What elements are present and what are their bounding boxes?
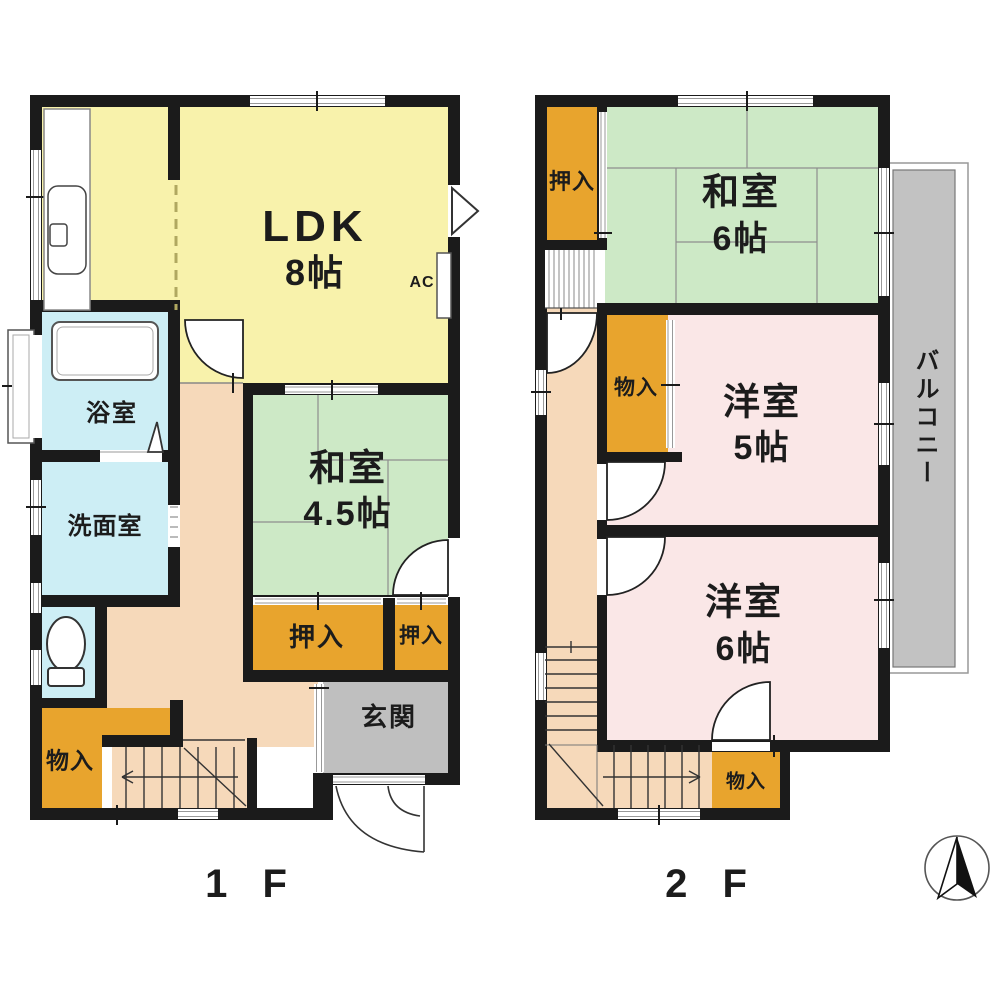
doors-2f bbox=[546, 308, 775, 757]
bath-label: 浴室 bbox=[86, 400, 138, 427]
genkan-room bbox=[323, 682, 448, 773]
oshiire-a bbox=[253, 605, 383, 670]
compass-north-icon bbox=[924, 835, 990, 901]
tatami-lines-2f bbox=[605, 107, 878, 303]
tatami-lines-1f bbox=[253, 395, 448, 595]
washitsu-6-room bbox=[605, 107, 878, 303]
oshiire-2f-label: 押入 bbox=[548, 169, 596, 194]
yoshitsu6-door-arc bbox=[606, 536, 666, 596]
oshiire-b-label: 押入 bbox=[399, 624, 443, 648]
oshiire-a-label: 押入 bbox=[288, 622, 346, 652]
oshiire-b bbox=[395, 605, 448, 670]
washitsu-6-label: 和室 bbox=[702, 171, 780, 213]
stairs-2f bbox=[545, 641, 701, 808]
yoshitsu5-door-arc bbox=[606, 461, 666, 521]
floor1-plan bbox=[2, 91, 480, 853]
ac-unit bbox=[436, 252, 452, 319]
monoire-2f-btm-label: 物入 bbox=[725, 771, 767, 793]
balcony-label: バルコニー bbox=[911, 348, 938, 488]
floor2-rooms bbox=[545, 107, 878, 808]
balcony bbox=[887, 162, 969, 674]
washitsu-door-arc bbox=[392, 539, 449, 596]
washitsu-45-size: 4.5帖 bbox=[303, 495, 393, 533]
ldk-room bbox=[42, 107, 448, 312]
doors-1f bbox=[100, 185, 480, 853]
monoire-1f-top bbox=[42, 708, 170, 735]
monoire-1f-label: 物入 bbox=[46, 747, 94, 774]
floor2-label: 2 F bbox=[665, 862, 759, 906]
stair-hatch-2f bbox=[545, 250, 597, 309]
washitsu-6-size: 6帖 bbox=[712, 220, 770, 258]
monoire-2f-mid-label: 物入 bbox=[614, 376, 658, 400]
ac-label: AC bbox=[409, 274, 435, 291]
closet-doors-2f bbox=[594, 112, 680, 448]
yoshitsu-5-label: 洋室 bbox=[723, 381, 801, 423]
washitsu-45-label: 和室 bbox=[309, 447, 387, 489]
monoire-1f bbox=[42, 735, 102, 808]
yoshitsu6-bottom-door-arc bbox=[711, 681, 771, 741]
genkan-label: 玄関 bbox=[360, 702, 418, 732]
yoshitsu-5-size: 5帖 bbox=[733, 429, 791, 467]
floor2-plan bbox=[531, 91, 969, 825]
monoire-2f-btm bbox=[712, 752, 780, 808]
kitchen-counter bbox=[43, 108, 91, 311]
ldk-side-door-mark bbox=[451, 185, 480, 237]
yoshitsu-6-label: 洋室 bbox=[705, 581, 783, 623]
senmen-label: 洗面室 bbox=[67, 513, 143, 540]
stairs-1f bbox=[121, 739, 247, 808]
ldk-size: 8帖 bbox=[284, 252, 346, 293]
entrance-door-arc bbox=[335, 785, 425, 853]
windows-1f bbox=[2, 91, 385, 825]
oshiire-2f bbox=[545, 107, 597, 240]
ldk-door-arc bbox=[184, 319, 244, 379]
monoire-2f-mid bbox=[607, 315, 668, 452]
bathtub-icon bbox=[51, 321, 159, 381]
windows-2f bbox=[531, 91, 894, 825]
bath-door-mark bbox=[146, 421, 165, 453]
yoshitsu-6-size: 6帖 bbox=[715, 630, 773, 668]
senmen-room bbox=[42, 462, 168, 595]
ldk-label: LDK bbox=[262, 202, 368, 251]
hall-door-arc-2f bbox=[546, 312, 598, 374]
floor1-label: 1 F bbox=[205, 862, 299, 906]
hallway-1f-corridor bbox=[180, 383, 243, 607]
toilet-icon bbox=[46, 616, 86, 687]
